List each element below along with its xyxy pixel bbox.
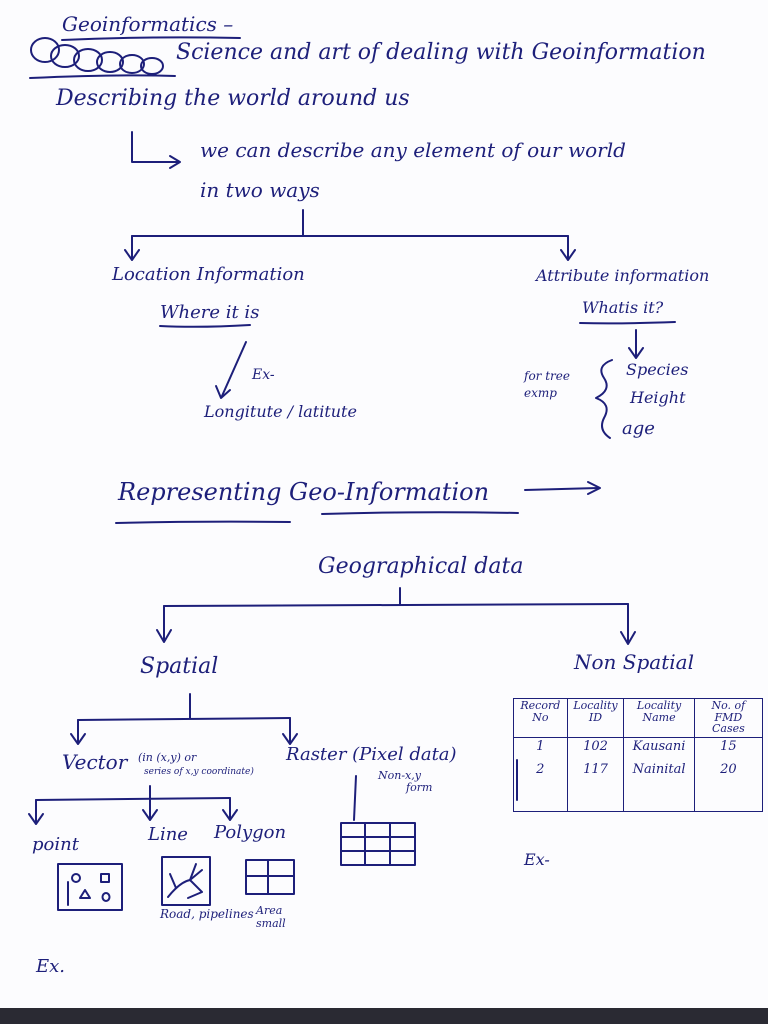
table-row: 1 102 Kausani 15 (513, 737, 764, 761)
non-spatial-table: Record No Locality ID Locality Name No. … (513, 698, 764, 812)
vector-type-polygon: Polygon (214, 822, 287, 843)
table-example-tag: Ex- (524, 850, 550, 869)
polygon-example: Area small (256, 904, 286, 931)
location-example-tag: Ex- (252, 367, 275, 383)
geographical-data-title: Geographical data (318, 554, 524, 579)
location-example: Longitute / latitute (204, 402, 357, 421)
table-header-cell: Locality ID (566, 698, 625, 738)
table-header-cell: No. of FMD Cases (693, 698, 764, 738)
location-info-question: Where it is (160, 302, 260, 323)
raster-note-line1: Non-x,y (378, 769, 421, 782)
attribute-info-title: Attribute information (536, 266, 710, 285)
raster-note-line2: form (406, 781, 433, 794)
table-cell: 1 (513, 737, 568, 761)
table-cell: Kausani (623, 737, 695, 761)
attribute-item-height: Height (630, 388, 686, 407)
attribute-info-question: Whatis it? (582, 298, 664, 317)
attribute-item-species: Species (626, 360, 689, 379)
table-header-row: Record No Locality ID Locality Name No. … (513, 698, 764, 738)
vector-type-point: point (32, 834, 79, 855)
describing-title: Describing the world around us (56, 86, 410, 111)
raster-label: Raster (Pixel data) (286, 744, 457, 765)
table-header-cell: Locality Name (623, 698, 695, 738)
table-cell: 15 (693, 737, 764, 761)
page-bottom-edge (0, 1008, 768, 1024)
location-info-title: Location Information (112, 264, 305, 285)
table-cell: 2 (513, 760, 568, 812)
non-spatial-label: Non Spatial (574, 650, 694, 674)
table-row: 2 117 Nainital 20 (513, 760, 764, 812)
table-cell: Nainital (623, 760, 695, 812)
attribute-item-age: age (622, 418, 655, 439)
page-heading: Geoinformatics – (62, 12, 234, 36)
vector-note-line1: (in (x,y) or (138, 751, 197, 764)
table-cell: 20 (693, 760, 764, 812)
line-example: Road, pipelines (160, 907, 254, 921)
vector-label: Vector (62, 750, 128, 774)
describing-note-line1: we can describe any element of our world (200, 138, 626, 162)
definition-text: Science and art of dealing with Geoinfor… (176, 40, 706, 65)
representing-title: Representing Geo-Information (118, 478, 490, 506)
describing-note-line2: in two ways (200, 178, 320, 202)
table-header-cell: Record No (513, 698, 568, 738)
table-cell: 117 (566, 760, 625, 812)
spatial-label: Spatial (140, 654, 219, 679)
vector-note-line2: series of x,y coordinate) (144, 767, 254, 777)
attribute-example-tag: for tree exmp (524, 369, 570, 400)
footer-example-tag: Ex. (36, 956, 66, 977)
table-cell: 102 (566, 737, 625, 761)
vector-type-line: Line (148, 824, 188, 845)
